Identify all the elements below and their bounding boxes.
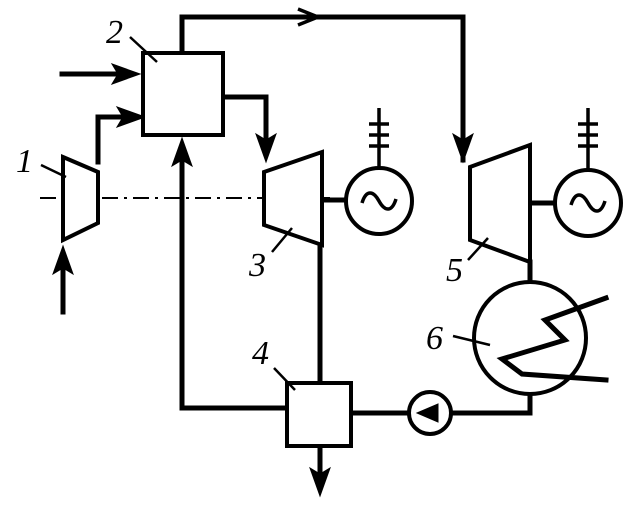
leader-3 [271, 227, 293, 253]
turbine-high-shape [468, 142, 532, 265]
separator-box [285, 381, 353, 448]
arrow-to-turbine5 [452, 132, 474, 164]
label-compressor: 1 [16, 143, 33, 180]
mixer-chamber-box [141, 51, 225, 137]
leader-1 [40, 163, 67, 179]
arrow-inlet-box2 [110, 63, 142, 85]
pipe-separator-to-box2 [179, 145, 290, 411]
turbine-low-shape [262, 149, 324, 248]
arrow-compressor-to-box2 [115, 106, 147, 128]
leader-5 [467, 237, 489, 261]
leader-4 [273, 367, 296, 391]
pipe-compressor-to-box2 [95, 114, 138, 165]
arrow-separator-outlet [309, 466, 331, 498]
label-condenser: 6 [426, 320, 443, 357]
pipe-condenser-to-pump [449, 389, 533, 416]
label-turbine-low: 3 [248, 247, 266, 284]
label-turbine-high: 5 [446, 252, 463, 289]
compressor-shape [61, 153, 100, 244]
leader-2 [129, 36, 158, 63]
arrow-return-to-box2 [171, 136, 193, 168]
arrow-top-line [297, 7, 323, 27]
arrow-compressor-inlet [52, 244, 74, 276]
arrow-to-turbine3 [255, 132, 277, 164]
pump [407, 390, 453, 436]
leader-6 [452, 334, 491, 347]
condenser [472, 280, 610, 396]
label-separator: 4 [252, 335, 269, 372]
generator-turbine3 [344, 108, 414, 236]
generator-turbine5 [553, 108, 623, 238]
pipe-box2-to-turbine3 [221, 94, 269, 153]
label-mixer-chamber: 2 [106, 14, 123, 51]
